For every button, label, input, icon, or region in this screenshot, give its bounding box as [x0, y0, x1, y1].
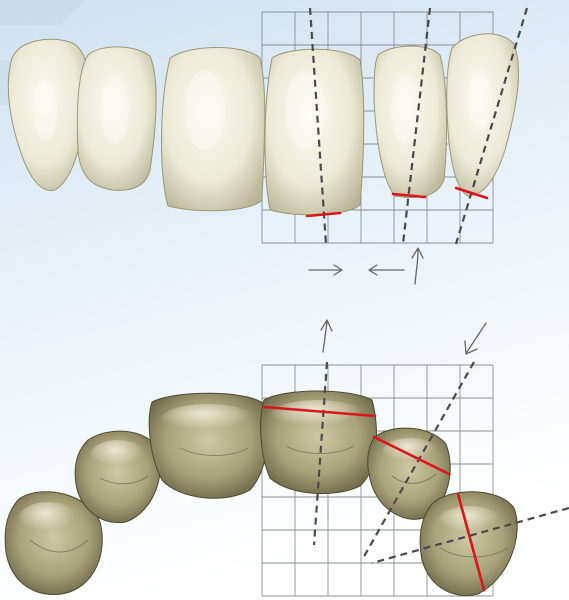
dental-axes-diagram: [0, 0, 569, 600]
dental-illustration: [0, 0, 569, 600]
